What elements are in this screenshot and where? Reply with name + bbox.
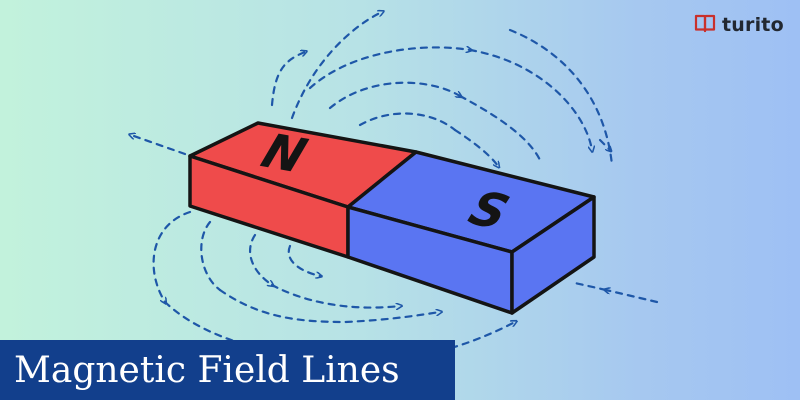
field-line-upper-right-outer xyxy=(508,28,614,167)
field-line-lower-outer xyxy=(152,210,192,302)
field-line-upper-inner xyxy=(328,81,460,110)
field-line-upper-mid-right xyxy=(468,48,592,150)
field-line-lower-mid xyxy=(200,220,222,292)
south-pole-end xyxy=(510,195,596,315)
field-line-left-exit xyxy=(131,135,187,156)
title-bar: Magnetic Field Lines xyxy=(0,340,455,400)
field-line-lower-inner-2 xyxy=(270,283,400,308)
field-line-upper-innermost-right xyxy=(453,128,498,166)
field-line-upper-outer-2 xyxy=(270,52,305,107)
brand-name: turito xyxy=(722,14,784,36)
field-line-lower-innermost xyxy=(287,244,320,276)
page-title: Magnetic Field Lines xyxy=(14,349,400,391)
field-line-lower-inner xyxy=(248,233,272,285)
field-line-upper-mid xyxy=(308,47,470,90)
field-line-upper-right-arrow-outer xyxy=(598,138,610,150)
field-line-lower-mid-2 xyxy=(218,288,440,324)
field-line-right-entry-inner xyxy=(573,281,608,292)
field-line-upper-outer xyxy=(290,12,382,120)
field-line-right-entry xyxy=(606,290,659,304)
field-line-upper-innermost xyxy=(358,112,457,132)
field-line-lower-outer-2 xyxy=(163,300,515,361)
field-line-upper-inner-right xyxy=(458,94,542,162)
turito-logo: turito xyxy=(694,10,784,40)
book-icon xyxy=(694,13,716,37)
